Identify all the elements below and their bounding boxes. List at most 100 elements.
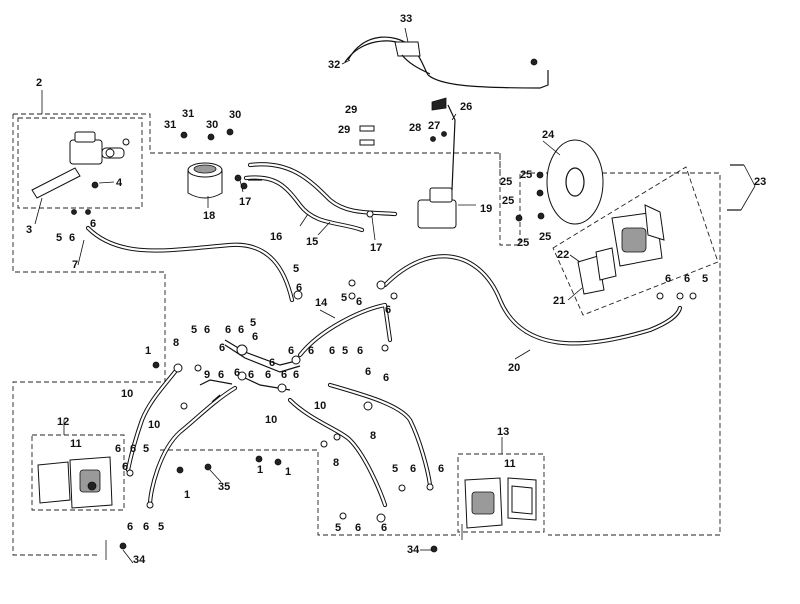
callout-30b: 30: [206, 119, 218, 131]
callout-19: 19: [480, 203, 492, 215]
callout-11b: 11: [504, 458, 516, 470]
caliper-left: [37, 456, 113, 509]
callout-6l: 6: [219, 342, 225, 354]
callout-5e: 5: [191, 324, 197, 336]
front-master-cylinder: [31, 131, 130, 215]
callout-4: 4: [116, 177, 123, 189]
callout-6k: 6: [252, 331, 258, 343]
rear-master-cylinder: [359, 97, 457, 229]
callout-5g: 5: [342, 345, 348, 357]
callout-5h: 5: [143, 443, 149, 455]
callout-6q: 6: [357, 345, 363, 357]
callout-27: 27: [428, 120, 440, 132]
callout-1d: 1: [285, 466, 291, 478]
callout-6o: 6: [308, 345, 314, 357]
callout-6u: 6: [234, 367, 240, 379]
callout-6ag: 6: [355, 522, 361, 534]
callout-6ad: 6: [143, 521, 149, 533]
callout-8: 8: [173, 337, 179, 349]
callout-2: 2: [36, 77, 42, 89]
callout-6z: 6: [115, 443, 121, 455]
callout-23: 23: [754, 176, 766, 188]
callout-31: 31: [182, 108, 194, 120]
callout-6c: 6: [665, 273, 671, 285]
callout-24: 24: [542, 129, 555, 141]
callout-17: 17: [239, 196, 251, 208]
parking-brake-cable: [344, 36, 549, 89]
callout-6m: 6: [269, 357, 275, 369]
callout-6ae: 6: [410, 463, 416, 475]
callout-10c: 10: [265, 414, 277, 426]
callout-6r: 6: [365, 366, 371, 378]
caliper-rear: [464, 477, 537, 529]
callout-6ah: 6: [381, 522, 387, 534]
callout-14: 14: [315, 297, 328, 309]
brake-disc: [515, 139, 604, 225]
callout-5d: 5: [341, 292, 347, 304]
callout-28: 28: [409, 122, 421, 134]
callout-32: 32: [328, 59, 340, 71]
callout-26: 26: [460, 101, 472, 113]
leader-lines: [34, 27, 756, 564]
brake-hoses: [85, 162, 683, 508]
callout-21: 21: [553, 295, 565, 307]
callout-22: 22: [557, 249, 569, 261]
callout-25e: 25: [539, 231, 551, 243]
callout-5c: 5: [293, 263, 299, 275]
callout-13: 13: [497, 426, 509, 438]
callout-numbers: 33 32 2 31 31 30 30 29 29 28 27 26 24 4 …: [26, 13, 766, 566]
callout-25a: 25: [520, 169, 532, 181]
callout-16: 16: [270, 231, 282, 243]
callout-6b: 6: [90, 218, 96, 230]
callout-3: 3: [26, 224, 32, 236]
callout-11: 11: [70, 438, 82, 450]
callout-6aa: 6: [130, 443, 136, 455]
callout-33: 33: [400, 13, 412, 25]
callout-6ab: 6: [122, 461, 128, 473]
callout-5j: 5: [392, 463, 398, 475]
callout-6d: 6: [684, 273, 690, 285]
brake-fluid-reservoir: [180, 128, 248, 199]
callout-25c: 25: [502, 195, 514, 207]
callout-7: 7: [72, 259, 78, 271]
callout-6j: 6: [238, 324, 244, 336]
callout-5f: 5: [250, 317, 256, 329]
callout-35: 35: [218, 481, 230, 493]
callout-6p: 6: [329, 345, 335, 357]
callout-10d: 10: [314, 400, 326, 412]
callout-20: 20: [508, 362, 520, 374]
callout-25d: 25: [517, 237, 529, 249]
callout-30: 30: [229, 109, 241, 121]
callout-9: 9: [204, 369, 210, 381]
callout-8b: 8: [370, 430, 376, 442]
callout-6s: 6: [383, 372, 389, 384]
callout-6x: 6: [281, 369, 287, 381]
callout-34b: 34: [407, 544, 420, 556]
callout-15: 15: [306, 236, 318, 248]
callout-6h: 6: [204, 324, 210, 336]
callout-5i: 5: [158, 521, 164, 533]
callout-34: 34: [133, 554, 146, 566]
callout-12: 12: [57, 416, 69, 428]
callout-6e: 6: [296, 282, 302, 294]
callout-1b: 1: [184, 489, 190, 501]
callout-6t: 6: [218, 369, 224, 381]
callout-5b: 5: [702, 273, 708, 285]
callout-25b: 25: [500, 176, 512, 188]
callout-1c: 1: [257, 464, 263, 476]
fittings: [119, 210, 697, 553]
callout-6ac: 6: [127, 521, 133, 533]
caliper-assembly-right: [577, 164, 744, 295]
callout-6y: 6: [293, 369, 299, 381]
callout-31b: 31: [164, 119, 176, 131]
callout-6af: 6: [438, 463, 444, 475]
callout-5: 5: [56, 232, 62, 244]
callout-29: 29: [345, 104, 357, 116]
callout-1: 1: [145, 345, 151, 357]
callout-6: 6: [69, 232, 75, 244]
callout-6i: 6: [225, 324, 231, 336]
callout-10a: 10: [121, 388, 133, 400]
callout-6w: 6: [265, 369, 271, 381]
callout-6g: 6: [385, 304, 391, 316]
